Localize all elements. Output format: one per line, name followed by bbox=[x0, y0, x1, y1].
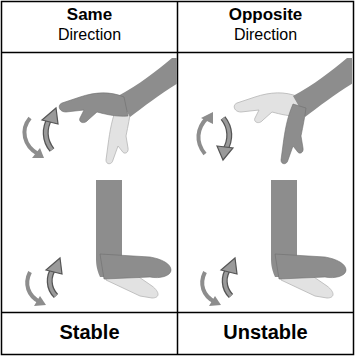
opposite-direction-art bbox=[198, 58, 355, 306]
stability-label: Stable bbox=[2, 321, 177, 344]
column-header: Direction bbox=[178, 26, 353, 44]
hand-flexed bbox=[281, 104, 306, 164]
motion-arrow bbox=[223, 118, 229, 150]
forearm bbox=[118, 58, 177, 117]
column-header: Opposite bbox=[178, 5, 353, 25]
motion-arrow bbox=[27, 272, 40, 302]
column-header: Same bbox=[2, 5, 177, 25]
same-direction-art bbox=[24, 58, 177, 306]
motion-arrow bbox=[198, 118, 207, 154]
arrow-head bbox=[32, 148, 44, 158]
arrow-head bbox=[46, 258, 62, 274]
column-divider bbox=[177, 2, 179, 355]
arrow-head bbox=[217, 146, 233, 160]
foot-flat bbox=[100, 254, 171, 279]
arrow-head bbox=[201, 112, 213, 124]
arrow-head bbox=[42, 108, 58, 124]
stability-label: Unstable bbox=[178, 321, 353, 344]
arrow-head bbox=[221, 258, 237, 274]
column-header: Direction bbox=[2, 26, 177, 44]
motion-arrow bbox=[202, 272, 215, 302]
foot-flat bbox=[275, 254, 346, 279]
motion-arrow bbox=[24, 118, 38, 154]
arrow-head bbox=[209, 296, 221, 306]
arrow-head bbox=[34, 296, 46, 306]
hand-extended bbox=[59, 93, 128, 123]
motion-arrow bbox=[223, 118, 229, 150]
